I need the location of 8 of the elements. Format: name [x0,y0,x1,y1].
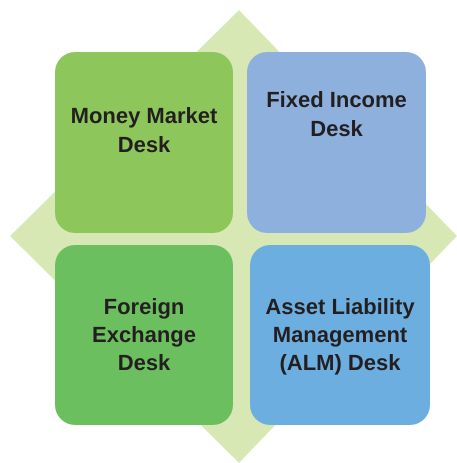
desk-box [55,245,233,425]
desk-label: Asset Liability Management (ALM) Desk [264,292,416,378]
desk-box [247,52,426,233]
desk-label: Fixed Income Desk [265,86,408,142]
desk-label: Foreign Exchange Desk [91,292,197,378]
desk-label: Money Market Desk [70,102,218,158]
desk-box [55,52,233,233]
desk-box [250,245,430,425]
